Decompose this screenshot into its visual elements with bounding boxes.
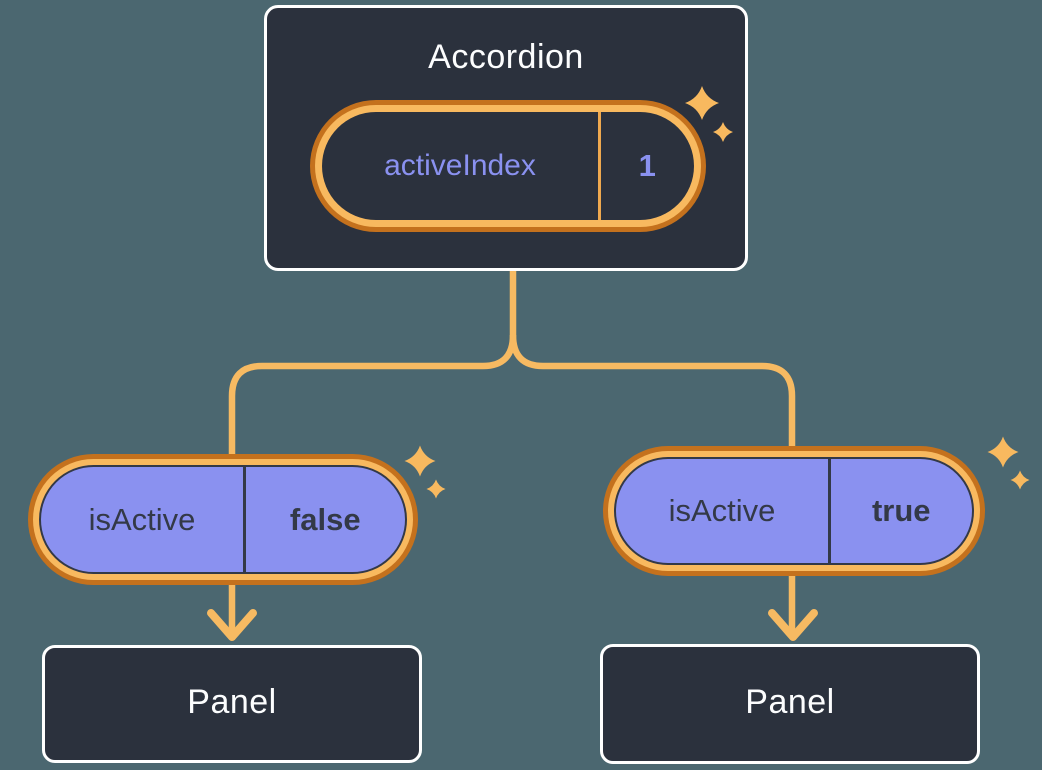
- sparkle-icon: [987, 436, 1019, 468]
- state-pill-value: 1: [638, 148, 656, 183]
- prop-pill-left: isActive false: [28, 454, 418, 585]
- sparkle-icon: [426, 479, 446, 499]
- panel-right-label: Panel: [745, 682, 835, 721]
- prop-pill-left-value: false: [289, 501, 361, 537]
- panel-left-label: Panel: [187, 682, 277, 721]
- sparkle-icon: [404, 445, 436, 477]
- pill-divider: [243, 467, 246, 572]
- arrow-down-icon: [768, 609, 818, 641]
- state-pill-label: activeIndex: [384, 149, 536, 182]
- sparkle-icon: [1010, 470, 1030, 490]
- prop-pill-right-label: isActive: [668, 493, 776, 528]
- arrow-down-icon: [207, 609, 257, 641]
- prop-pill-right-value: true: [871, 493, 931, 528]
- accordion-title: Accordion: [428, 38, 584, 76]
- state-pill: activeIndex 1: [310, 100, 706, 232]
- pill-divider: [828, 459, 831, 563]
- prop-pill-left-label: isActive: [88, 501, 196, 537]
- panel-right: Panel: [600, 644, 980, 764]
- panel-left: Panel: [42, 645, 422, 763]
- prop-pill-right: isActive true: [603, 446, 985, 576]
- pill-divider: [598, 112, 601, 220]
